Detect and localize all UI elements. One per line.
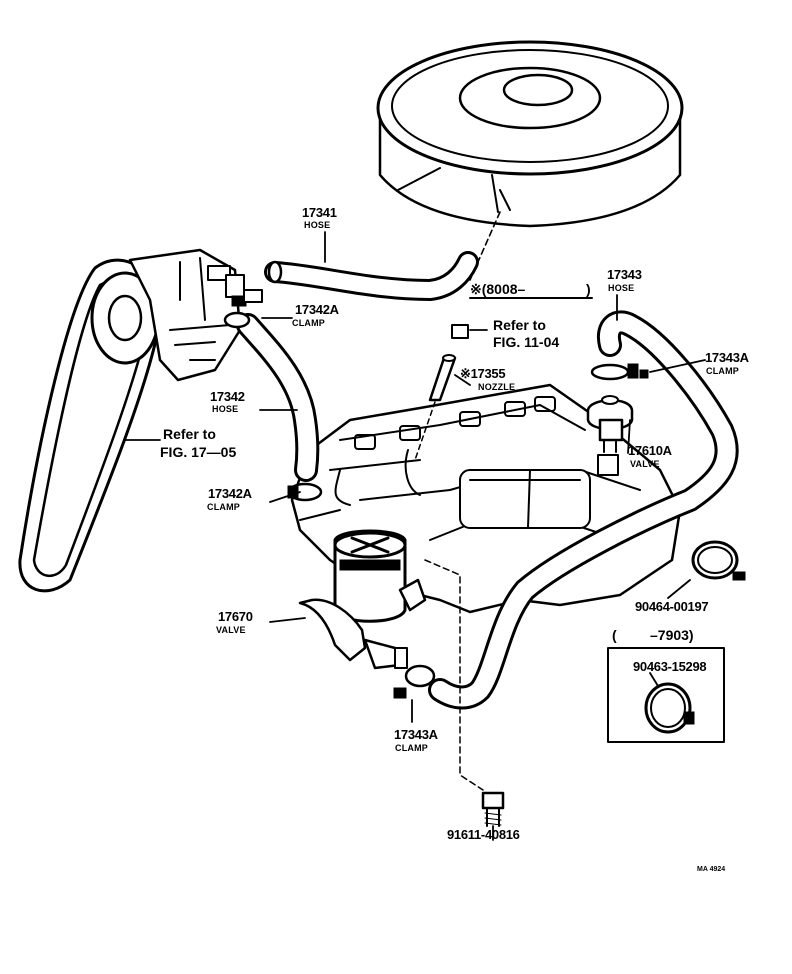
part-name-clamp-17343a-low: CLAMP bbox=[395, 743, 428, 753]
part-name-hose-17341: HOSE bbox=[304, 220, 331, 230]
clamp-bottom-drawing bbox=[393, 664, 436, 699]
ref-fig-11-04-line2: FIG. 11-04 bbox=[493, 334, 560, 350]
air-pump bbox=[90, 248, 245, 382]
clamp-top-left-drawing bbox=[223, 289, 263, 329]
clamp-90464-drawing bbox=[691, 540, 746, 581]
drawing-code: MA 4924 bbox=[697, 866, 726, 873]
applicability-from-8008: ※(8008– bbox=[470, 281, 526, 297]
part-number-17343a-right: 17343A bbox=[705, 350, 749, 365]
applicability-to-7903-open: ( bbox=[612, 627, 617, 643]
part-number-17342: 17342 bbox=[210, 389, 245, 404]
hose-17342-drawing bbox=[236, 313, 320, 482]
part-number-17342a-top: 17342A bbox=[295, 302, 339, 317]
bolt-91611-drawing bbox=[424, 559, 505, 827]
clamp-right-drawing bbox=[590, 363, 649, 381]
part-name-clamp-17342a-top: CLAMP bbox=[292, 318, 325, 328]
part-number-90464-00197: 90464-00197 bbox=[635, 599, 709, 614]
part-number-17343a-low: 17343A bbox=[394, 727, 438, 742]
part-number-17343: 17343 bbox=[607, 267, 642, 282]
part-name-clamp-17342a-low: CLAMP bbox=[207, 502, 240, 512]
part-number-17355: ※17355 bbox=[460, 366, 506, 381]
applicability-to-7903: –7903) bbox=[650, 627, 694, 643]
part-number-91611-40816: 91611-40816 bbox=[447, 827, 520, 842]
nozzle-drawing bbox=[414, 324, 469, 461]
part-number-17341: 17341 bbox=[302, 205, 337, 220]
part-name-valve-17670: VALVE bbox=[216, 625, 246, 635]
air-cleaner bbox=[376, 40, 684, 281]
hose-17341-drawing bbox=[264, 251, 479, 301]
clamp-lower-left-drawing bbox=[287, 482, 323, 502]
valve-17610a-drawing bbox=[586, 395, 634, 476]
part-name-hose-17343: HOSE bbox=[608, 283, 635, 293]
part-number-17342a-low: 17342A bbox=[208, 486, 252, 501]
part-name-hose-17342: HOSE bbox=[212, 404, 239, 414]
part-number-90463-15298: 90463-15298 bbox=[633, 659, 707, 674]
applicability-from-8008-close: ) bbox=[586, 281, 591, 297]
part-number-17670: 17670 bbox=[218, 609, 253, 624]
ref-fig-17-05-line2: FIG. 17—05 bbox=[160, 444, 237, 460]
valve-17670-drawing bbox=[298, 529, 427, 670]
ref-fig-17-05-line1: Refer to bbox=[163, 426, 216, 442]
ref-fig-11-04-line1: Refer to bbox=[493, 317, 546, 333]
part-name-valve-17610a: VALVE bbox=[630, 459, 660, 469]
part-number-17610a: 17610A bbox=[628, 443, 672, 458]
inset-box-90463 bbox=[607, 647, 725, 743]
leader-lines bbox=[124, 231, 706, 841]
hose-17343-drawing bbox=[428, 310, 739, 710]
part-name-nozzle-17355: NOZZLE bbox=[478, 382, 516, 392]
part-name-clamp-17343a-right: CLAMP bbox=[706, 366, 739, 376]
